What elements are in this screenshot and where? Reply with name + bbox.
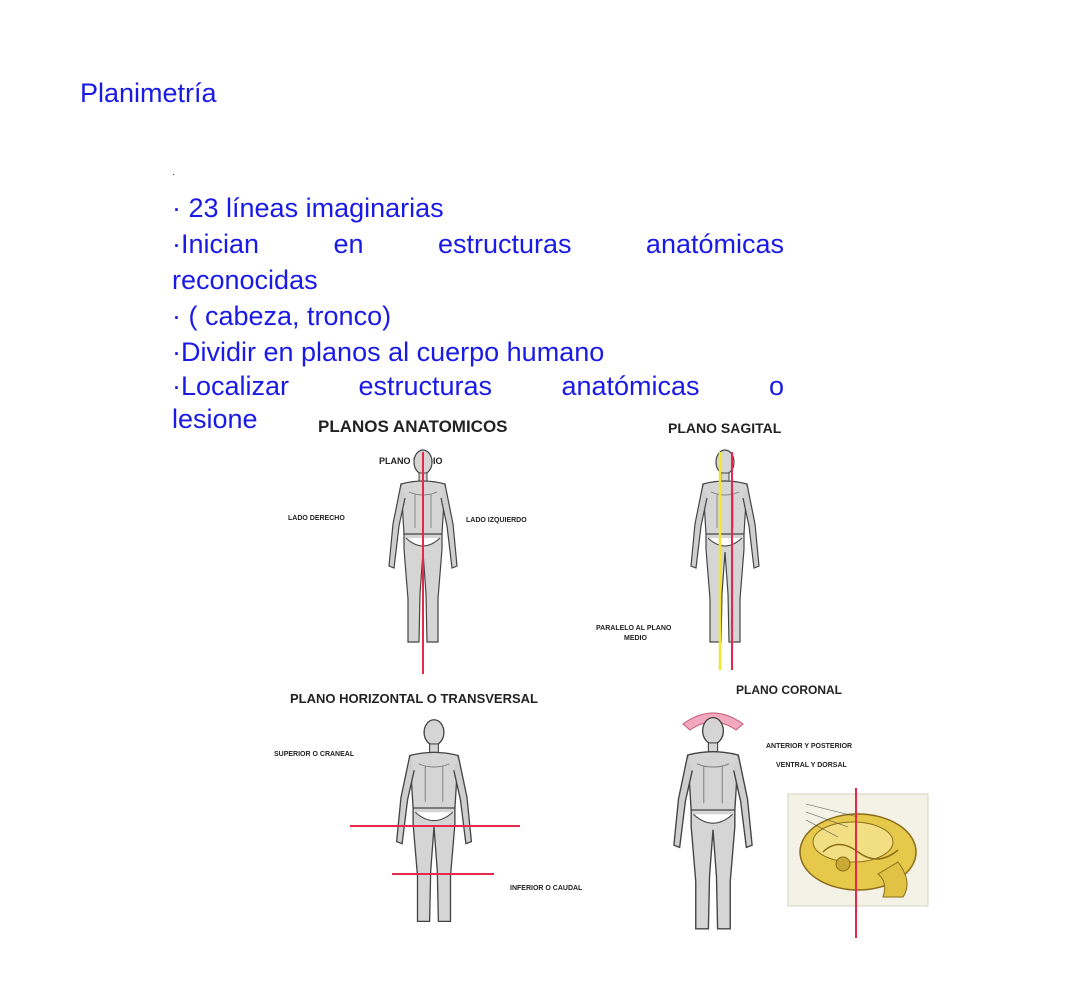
heading-plano-sagital: PLANO SAGITAL xyxy=(668,420,782,436)
label-paralelo-2: MEDIO xyxy=(624,635,648,642)
label-superior-craneal: SUPERIOR O CRANEAL xyxy=(274,751,355,758)
slide-title: Planimetría xyxy=(80,78,217,108)
bullet-localizar: ·Localizar estructuras anatómicas o xyxy=(172,371,784,401)
figure-body-plano-horizontal xyxy=(395,719,473,923)
figure-body-plano-sagital xyxy=(690,449,760,643)
label-lado-izquierdo: LADO IZQUIERDO xyxy=(466,517,527,524)
bullet-inician-cont: reconocidas xyxy=(172,265,318,295)
bullet-dividir: ·Dividir en planos al cuerpo humano xyxy=(172,337,605,367)
figure-body-plano-coronal xyxy=(673,716,753,930)
bullet-cabeza: · ( cabeza, tronco) xyxy=(172,301,392,331)
anatomical-planes-figure: PLANOS ANATOMICOS PLANO SAGITAL PLANO ME… xyxy=(258,412,930,944)
heading-planos-anatomicos: PLANOS ANATOMICOS xyxy=(318,417,508,436)
heading-plano-coronal: PLANO CORONAL xyxy=(736,683,842,697)
bullet-inician: ·Inician en estructuras anatómicas xyxy=(172,229,784,259)
bullet-localizar-cont: lesiones xyxy=(172,404,272,434)
label-plano-medio: PLANO MEDIO xyxy=(379,456,443,466)
label-ventral-dorsal: VENTRAL Y DORSAL xyxy=(776,762,848,769)
label-inferior-caudal: INFERIOR O CAUDAL xyxy=(510,885,583,892)
bullet-dot: · xyxy=(172,169,176,180)
label-lado-derecho: LADO DERECHO xyxy=(288,515,345,522)
bullet-list: · · 23 líneas imaginarias ·Inician en es… xyxy=(172,160,784,436)
label-anterior-posterior: ANTERIOR Y POSTERIOR xyxy=(766,743,852,750)
heading-plano-horizontal: PLANO HORIZONTAL O TRANSVERSAL xyxy=(290,691,538,706)
skull-illustration xyxy=(787,793,929,907)
bullet-lineas: · 23 líneas imaginarias xyxy=(172,193,444,223)
label-paralelo-1: PARALELO AL PLANO xyxy=(596,625,672,632)
